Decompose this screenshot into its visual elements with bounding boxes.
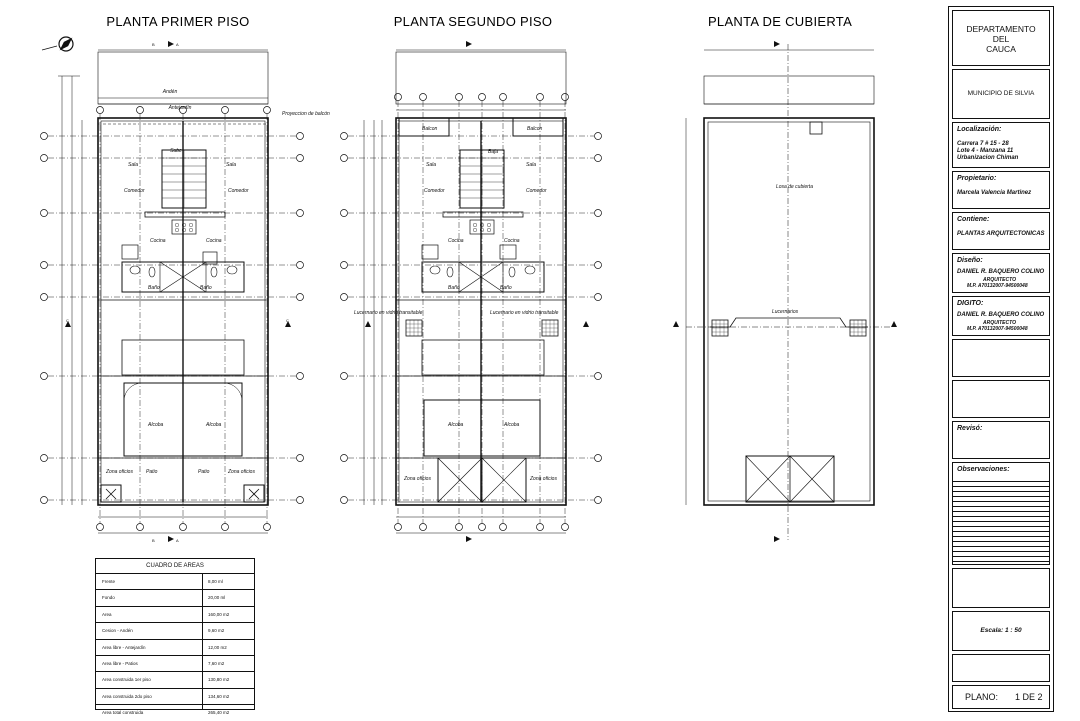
svg-text:Sube: Sube (170, 148, 182, 154)
first-floor-title: PLANTA PRIMER PISO (106, 14, 249, 29)
first-floor-labels: Andén Antejardín Proyeccion de balcón Su… (66, 42, 330, 543)
location-cell: Localización: Carrera 7 # 15 - 28 Lote 4… (952, 122, 1050, 168)
svg-text:Cocina: Cocina (150, 238, 166, 244)
blank-cell (952, 339, 1050, 377)
second-floor-labels: Balcon Balcon Baja Sala Sala Comedor Com… (354, 126, 559, 482)
municipality-cell: MUNICIPIO DE SILVIA (952, 69, 1050, 119)
svg-text:Baño: Baño (500, 285, 512, 291)
svg-text:Comedor: Comedor (228, 188, 249, 194)
design-cell: Diseño: DANIEL R. BAQUERO COLINO ARQUITE… (952, 253, 1050, 293)
svg-text:Proyeccion de balcón: Proyeccion de balcón (282, 111, 330, 117)
svg-text:Patio: Patio (198, 469, 210, 475)
svg-text:Zona oficios: Zona oficios (227, 469, 255, 475)
sheet-number-cell: PLANO: 1 DE 2 (952, 685, 1050, 709)
svg-text:Zona oficios: Zona oficios (105, 469, 133, 475)
svg-text:Comedor: Comedor (526, 188, 547, 194)
svg-text:C: C (66, 318, 69, 323)
svg-text:Zona oficios: Zona oficios (529, 476, 557, 482)
svg-text:A: A (176, 42, 179, 47)
reviewed-cell: Revisó: (952, 421, 1050, 459)
blank-cell (952, 654, 1050, 682)
svg-text:Balcon: Balcon (527, 126, 543, 132)
svg-text:Antejardín: Antejardín (168, 105, 192, 111)
owner-cell: Propietario: Marcela Valencia Martinez (952, 171, 1050, 209)
svg-text:Zona oficios: Zona oficios (403, 476, 431, 482)
svg-text:Alcoba: Alcoba (503, 422, 520, 428)
svg-text:Sala: Sala (426, 162, 436, 168)
second-floor-title: PLANTA SEGUNDO PISO (394, 14, 553, 29)
svg-text:Losa de cubierta: Losa de cubierta (776, 184, 813, 190)
first-floor-plan (40, 41, 304, 542)
areas-table-title: CUADRO DE AREAS (96, 559, 254, 574)
svg-text:Sala: Sala (526, 162, 536, 168)
svg-text:Lucernario en vidrio transitab: Lucernario en vidrio transitable (354, 310, 423, 316)
svg-text:Sala: Sala (128, 162, 138, 168)
svg-text:Andén: Andén (162, 89, 178, 95)
blank-cell (952, 568, 1050, 608)
svg-text:Comedor: Comedor (124, 188, 145, 194)
roof-labels: Losa de cubierta Lucernarios (772, 184, 813, 315)
svg-text:A: A (176, 538, 179, 543)
north-arrow-icon (41, 36, 74, 52)
roof-title: PLANTA DE CUBIERTA (708, 14, 852, 29)
svg-text:C: C (286, 318, 289, 323)
svg-text:Balcon: Balcon (422, 126, 438, 132)
svg-text:Sala: Sala (226, 162, 236, 168)
blank-cell (952, 380, 1050, 418)
svg-text:Baja: Baja (488, 149, 498, 155)
svg-text:Baño: Baño (200, 285, 212, 291)
observations-cell: Observaciones: (952, 462, 1050, 565)
roof-plan (673, 41, 897, 542)
svg-text:Alcoba: Alcoba (205, 422, 222, 428)
svg-text:Cocina: Cocina (448, 238, 464, 244)
second-floor-plan (340, 41, 602, 542)
svg-text:B: B (152, 42, 155, 47)
svg-text:Alcoba: Alcoba (447, 422, 464, 428)
title-block: DEPARTAMENTO DEL CAUCA MUNICIPIO DE SILV… (948, 6, 1054, 712)
svg-text:B: B (152, 538, 155, 543)
svg-text:Lucernario en vidrio transitab: Lucernario en vidrio transitable (490, 310, 559, 316)
svg-text:Lucernarios: Lucernarios (772, 309, 799, 315)
svg-text:Baño: Baño (448, 285, 460, 291)
svg-text:Cocina: Cocina (206, 238, 222, 244)
svg-text:Baño: Baño (148, 285, 160, 291)
drawn-cell: DIGITO: DANIEL R. BAQUERO COLINO ARQUITE… (952, 296, 1050, 336)
svg-text:Patio: Patio (146, 469, 158, 475)
scale-cell: Escala: 1 : 50 (952, 611, 1050, 651)
svg-text:Comedor: Comedor (424, 188, 445, 194)
svg-text:Cocina: Cocina (504, 238, 520, 244)
contains-cell: Contiene: PLANTAS ARQUITECTONICAS (952, 212, 1050, 250)
department-cell: DEPARTAMENTO DEL CAUCA (952, 10, 1050, 66)
svg-text:Alcoba: Alcoba (147, 422, 164, 428)
